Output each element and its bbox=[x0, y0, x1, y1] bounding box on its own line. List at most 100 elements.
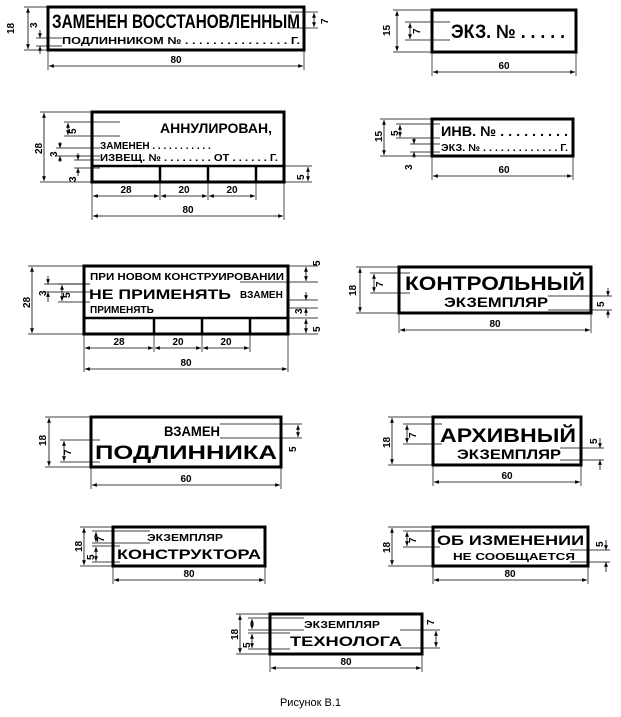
stamp-vzamen-line1: ВЗАМЕН bbox=[164, 423, 220, 439]
stamp-ne-primenyat-line2: НЕ ПРИМЕНЯТЬ bbox=[89, 286, 231, 302]
stamp-ne-primenyat-group: ПРИ НОВОМ КОНСТРУИРОВАНИИ НЕ ПРИМЕНЯТЬ В… bbox=[22, 260, 323, 372]
stamp-vzamen-line2: ПОДЛИННИКА bbox=[95, 443, 277, 464]
stamp-kontrolny-frame bbox=[397, 265, 593, 315]
stamp-tekhnologa-line1: ЭКЗЕМПЛЯР bbox=[304, 620, 380, 631]
dim-vzamen-line1-label: 5 bbox=[288, 446, 299, 452]
dim-kontrolny-line1-label: 7 bbox=[375, 281, 386, 287]
stamp-zamenen-line1: ЗАМЕНЕН ВОССТАНОВЛЕННЫМ bbox=[52, 12, 300, 33]
stamp-zamenen-line2: ПОДЛИННИКОМ № . . . . . . . . . . . . . … bbox=[62, 36, 300, 47]
dim-ne-primenyat-cell3-label: 20 bbox=[220, 337, 232, 348]
dim-ekz-width-label: 60 bbox=[498, 61, 510, 72]
dim-zamenen-width-label: 80 bbox=[170, 55, 182, 66]
dim-zamenen-height-label: 18 bbox=[6, 22, 17, 34]
stamp-vzamen-group: ВЗАМЕН ПОДЛИННИКА 18 7 5 60 bbox=[38, 415, 302, 489]
dim-zamenen-line2-label: 3 bbox=[29, 22, 40, 28]
dim-ne-primenyat-cell1-label: 28 bbox=[113, 337, 125, 348]
dim-inv-line2-label: 3 bbox=[404, 164, 415, 170]
stamp-tekhnologa-frame bbox=[268, 612, 424, 656]
stamp-ob-izmenenii-line2: НЕ СООБЩАЕТСЯ bbox=[453, 552, 575, 563]
stamp-tekhnologa-line2: ТЕХНОЛОГА bbox=[290, 633, 402, 649]
stamp-ne-primenyat-line1: ПРИ НОВОМ КОНСТРУИРОВАНИИ bbox=[90, 272, 284, 283]
dim-annulirovan-cell2-label: 20 bbox=[178, 185, 190, 196]
stamp-inv-group: ИНВ. № . . . . . . . . . ЭКЗ. № . . . . … bbox=[374, 117, 575, 180]
figure-caption: Рисунок В.1 bbox=[279, 697, 342, 709]
stamp-arkhivny-frame bbox=[431, 415, 583, 467]
stamp-zamenen-frame bbox=[46, 5, 306, 52]
stamp-tekhnologa-group: ЭКЗЕМПЛЯР ТЕХНОЛОГА 18 5 7 80 bbox=[230, 612, 440, 672]
stamp-inv-frame bbox=[430, 117, 575, 158]
dim-annulirovan-height-label: 28 bbox=[34, 142, 45, 154]
stamp-ekz-frame bbox=[430, 8, 578, 54]
dim-konstruktora-height-label: 18 bbox=[74, 540, 85, 552]
stamp-kontrolny-group: КОНТРОЛЬНЫЙ ЭКЗЕМПЛЯР 18 7 5 80 bbox=[348, 265, 612, 333]
dim-annulirovan-line2-label: 3 bbox=[49, 151, 60, 157]
dim-konstruktora-line2-label: 5 bbox=[86, 554, 97, 560]
dim-ne-primenyat-left-a-label: 3 bbox=[38, 290, 49, 296]
dim-ne-primenyat-left-b-label: 5 bbox=[62, 292, 73, 298]
dim-ob-izmenenii-height-label: 18 bbox=[382, 541, 393, 553]
dim-zamenen-line1-label: 7 bbox=[320, 18, 331, 24]
stamp-inv-line1: ИНВ. № . . . . . . . . . bbox=[441, 123, 568, 139]
dim-tekhnologa-line1-label: 5 bbox=[242, 642, 253, 648]
dim-ne-primenyat-width-label: 80 bbox=[180, 358, 192, 369]
dim-kontrolny-line2-label: 5 bbox=[596, 301, 607, 307]
dim-annulirovan-line3-label: 3 bbox=[68, 176, 79, 182]
stamp-annulirovan-line2: ЗАМЕНЕН . . . . . . . . . . . bbox=[100, 141, 211, 152]
dim-annulirovan-cell1-label: 28 bbox=[120, 185, 132, 196]
stamp-annulirovan-group: АННУЛИРОВАН, ЗАМЕНЕН . . . . . . . . . .… bbox=[34, 110, 312, 220]
stamp-konstruktora-frame bbox=[111, 525, 267, 568]
dim-ne-primenyat-height-label: 28 bbox=[22, 296, 33, 308]
dim-vzamen-height-label: 18 bbox=[38, 434, 49, 446]
dim-annulirovan-cells-label: 5 bbox=[296, 174, 307, 180]
dim-ekz-height-label: 15 bbox=[382, 24, 393, 36]
stamp-ne-primenyat-line3: ПРИМЕНЯТЬ bbox=[90, 305, 154, 316]
dim-ob-izmenenii-line1-label: 7 bbox=[408, 537, 419, 543]
dim-vzamen-width-label: 60 bbox=[180, 474, 192, 485]
dim-konstruktora-width-label: 80 bbox=[183, 569, 195, 580]
dim-kontrolny-width-label: 80 bbox=[489, 319, 501, 330]
stamp-zamenen-group: ЗАМЕНЕН ВОССТАНОВЛЕННЫМ ПОДЛИННИКОМ № . … bbox=[6, 5, 331, 70]
stamp-annulirovan-line3: ИЗВЕЩ. № . . . . . . . . ОТ . . . . . . … bbox=[100, 153, 278, 164]
stamp-annulirovan-frame bbox=[90, 110, 286, 184]
stamp-annulirovan-line1: АННУЛИРОВАН, bbox=[160, 120, 272, 136]
dim-annulirovan-cell3-label: 20 bbox=[226, 185, 238, 196]
stamp-kontrolny-line2: ЭКЗЕМПЛЯР bbox=[444, 294, 548, 310]
dim-annulirovan-width-label: 80 bbox=[182, 205, 194, 216]
dim-annulirovan-line1-label: 5 bbox=[68, 128, 79, 134]
stamp-kontrolny-line1: КОНТРОЛЬНЫЙ bbox=[405, 273, 585, 295]
stamp-ob-izmenenii-line1: ОБ ИЗМЕНЕНИИ bbox=[437, 532, 584, 548]
stamp-inv-line2: ЭКЗ. № . . . . . . . . . . . . . Г. bbox=[441, 143, 568, 154]
stamp-arkhivny-group: АРХИВНЫЙ ЭКЗЕМПЛЯР 18 7 5 60 bbox=[382, 415, 604, 486]
dim-ne-primenyat-right-mid-label: 3 bbox=[294, 308, 305, 314]
dim-konstruktora-line1-label: 7 bbox=[96, 536, 107, 542]
dim-ob-izmenenii-width-label: 80 bbox=[504, 569, 516, 580]
dim-ne-primenyat-right-bottom-label: 5 bbox=[312, 326, 323, 332]
dim-ob-izmenenii-line2-label: 5 bbox=[595, 541, 606, 547]
dim-ne-primenyat-right-top-label: 5 bbox=[312, 260, 323, 266]
dim-arkhivny-width-label: 60 bbox=[501, 471, 513, 482]
stamp-ob-izmenenii-group: ОБ ИЗМЕНЕНИИ НЕ СООБЩАЕТСЯ 18 7 5 80 bbox=[382, 525, 610, 584]
dim-arkhivny-line1-label: 7 bbox=[408, 432, 419, 438]
stamp-ekz-group: ЭКЗ. № . . . . . 15 7 60 bbox=[382, 8, 578, 76]
dim-kontrolny-height-label: 18 bbox=[348, 284, 359, 296]
dim-tekhnologa-width-label: 80 bbox=[340, 657, 352, 668]
dim-ekz-line1-label: 7 bbox=[412, 28, 423, 34]
dim-inv-line1-label: 5 bbox=[390, 130, 401, 136]
dim-arkhivny-height-label: 18 bbox=[382, 436, 393, 448]
dim-inv-width-label: 60 bbox=[498, 165, 510, 176]
dim-ne-primenyat-cell2-label: 20 bbox=[172, 337, 184, 348]
stamp-konstruktora-group: ЭКЗЕМПЛЯР КОНСТРУКТОРА 18 7 5 80 bbox=[74, 525, 267, 584]
dim-tekhnologa-line2-label: 7 bbox=[426, 619, 437, 625]
stamp-konstruktora-line1: ЭКЗЕМПЛЯР bbox=[147, 533, 223, 544]
dim-arkhivny-line2-label: 5 bbox=[589, 438, 600, 444]
stamp-ekz-line1: ЭКЗ. № . . . . . bbox=[451, 22, 565, 43]
stamp-ne-primenyat-line2b: ВЗАМЕН bbox=[240, 290, 283, 301]
dim-tekhnologa-height-label: 18 bbox=[230, 628, 241, 640]
stamp-ob-izmenenii-frame bbox=[431, 525, 590, 568]
stamp-arkhivny-line2: ЭКЗЕМПЛЯР bbox=[457, 446, 561, 462]
dim-vzamen-line2-label: 7 bbox=[63, 449, 74, 455]
stamp-vzamen-frame bbox=[89, 415, 283, 469]
dim-inv-height-label: 15 bbox=[374, 130, 385, 142]
stamp-arkhivny-line1: АРХИВНЫЙ bbox=[440, 425, 576, 447]
